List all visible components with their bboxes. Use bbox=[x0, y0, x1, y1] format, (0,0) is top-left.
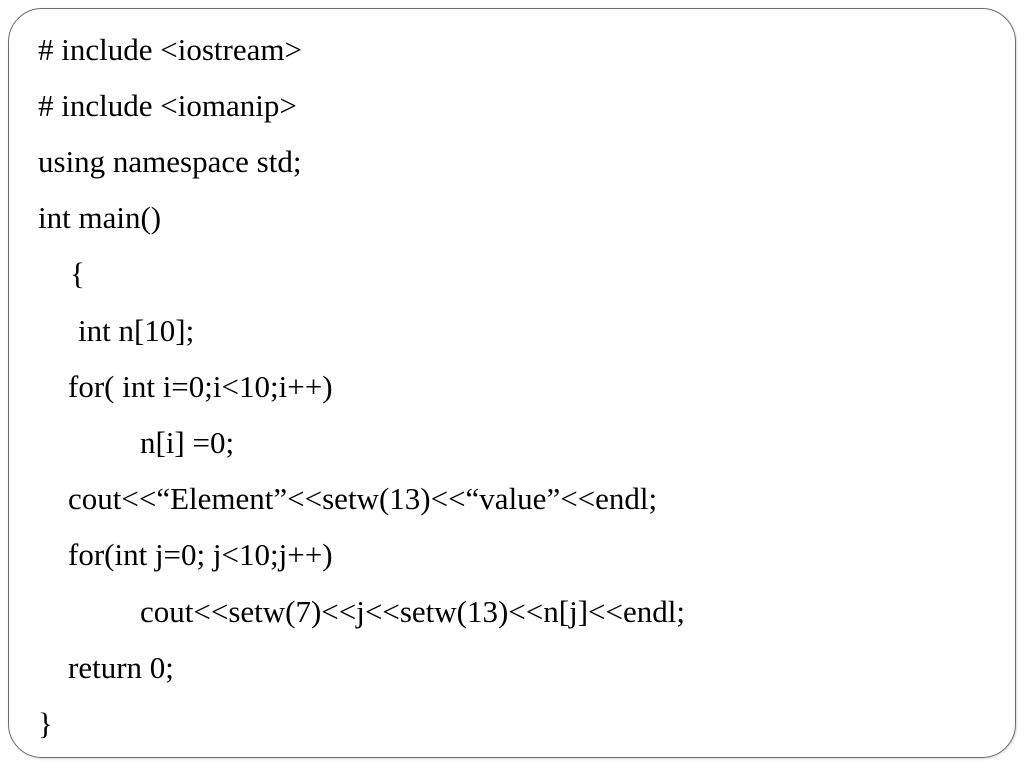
code-line-8: n[i] =0; bbox=[140, 425, 235, 460]
code-line-13: } bbox=[38, 706, 53, 741]
code-line-11: cout<<setw(7)<<j<<setw(13)<<n[j]<<endl; bbox=[140, 594, 685, 629]
code-line-9: cout<<“Element”<<setw(13)<<“value”<<endl… bbox=[68, 481, 658, 516]
code-line-4: int main() bbox=[38, 200, 162, 235]
code-line-2: # include <iomanip> bbox=[38, 88, 297, 123]
code-line-5: { bbox=[70, 256, 85, 291]
code-line-7: for( int i=0;i<10;i++) bbox=[68, 369, 333, 404]
code-line-3: using namespace std; bbox=[38, 144, 302, 179]
code-line-1: # include <iostream> bbox=[38, 32, 302, 67]
code-line-12: return 0; bbox=[68, 650, 174, 685]
code-line-6: int n[10]; bbox=[78, 313, 195, 348]
code-line-10: for(int j=0; j<10;j++) bbox=[68, 537, 333, 572]
slide-frame bbox=[8, 8, 1016, 758]
